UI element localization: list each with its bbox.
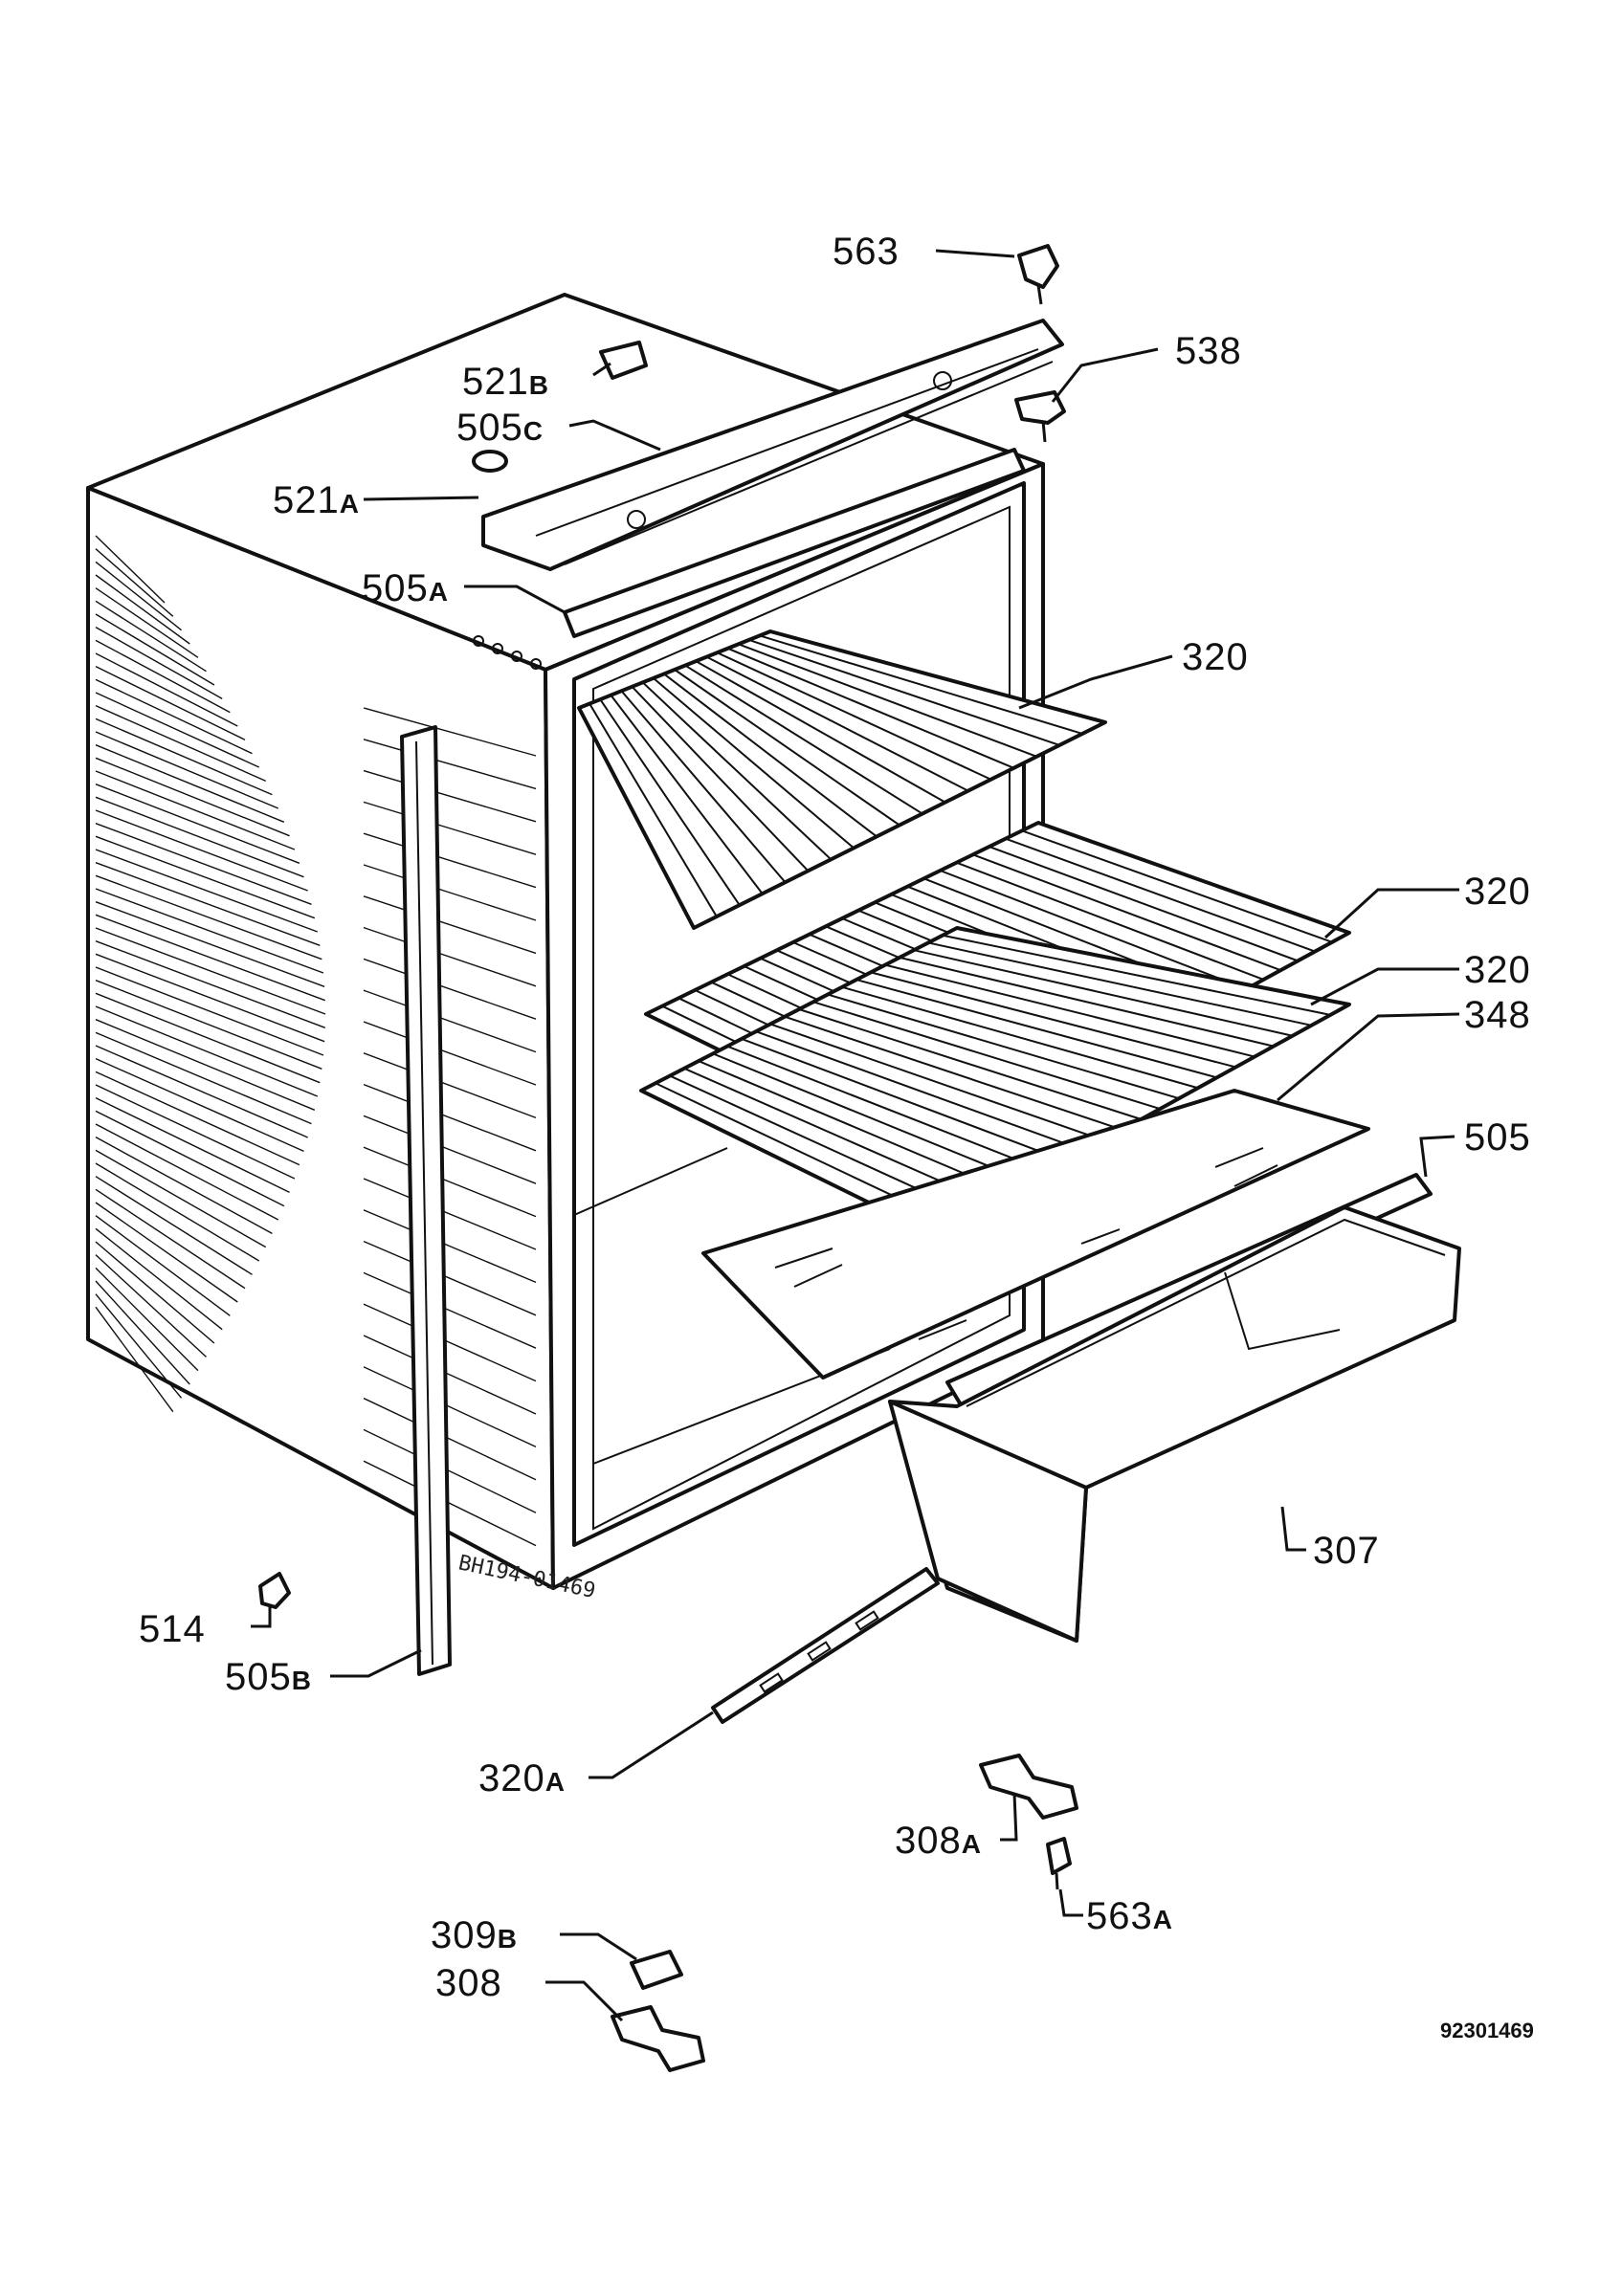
crisper-drawer bbox=[888, 1205, 1461, 1643]
wire-shelves bbox=[577, 629, 1351, 1236]
callout-505b: 505B bbox=[225, 1656, 312, 1698]
callout-307: 307 bbox=[1313, 1530, 1380, 1572]
door-seal-strip bbox=[400, 725, 452, 1676]
screw-563a bbox=[1046, 1837, 1072, 1890]
callout-538: 538 bbox=[1175, 330, 1242, 372]
callout-348: 348 bbox=[1464, 994, 1531, 1036]
callout-320-top: 320 bbox=[1182, 636, 1249, 678]
callout-308a: 308A bbox=[895, 1820, 982, 1862]
callout-320a: 320A bbox=[478, 1757, 566, 1799]
hinge-rail bbox=[481, 319, 1064, 571]
callout-521b: 521B bbox=[462, 361, 549, 403]
callout-320-middle: 320 bbox=[1464, 871, 1531, 913]
block-309b bbox=[630, 1950, 683, 1990]
bracket-308 bbox=[611, 2005, 705, 2072]
cabinet-side-shading bbox=[95, 535, 537, 1547]
callout-514: 514 bbox=[139, 1608, 206, 1650]
callout-505c: 505C bbox=[456, 407, 544, 449]
cap-521b bbox=[599, 341, 648, 380]
hinge-pin-538 bbox=[1014, 390, 1066, 443]
callout-308: 308 bbox=[435, 1962, 502, 2004]
callout-505: 505 bbox=[1464, 1116, 1531, 1159]
callout-505a: 505A bbox=[362, 567, 449, 609]
foot-514 bbox=[258, 1572, 291, 1609]
callout-563a: 563A bbox=[1086, 1895, 1173, 1937]
callout-563: 563 bbox=[833, 231, 900, 273]
bracket-308a bbox=[979, 1754, 1078, 1820]
screw-563 bbox=[1017, 244, 1059, 305]
cap-521a bbox=[472, 450, 508, 473]
drawing-reference-number: 92301469 bbox=[1440, 2019, 1534, 2042]
callout-309b: 309B bbox=[431, 1914, 518, 1956]
leader-lines bbox=[251, 249, 1460, 2022]
glass-shelf bbox=[701, 1089, 1370, 1380]
shelf-runner bbox=[711, 1567, 940, 1724]
callout-320-lower: 320 bbox=[1464, 949, 1531, 991]
front-trim-strip bbox=[563, 448, 1026, 638]
callout-521a: 521A bbox=[273, 479, 360, 521]
